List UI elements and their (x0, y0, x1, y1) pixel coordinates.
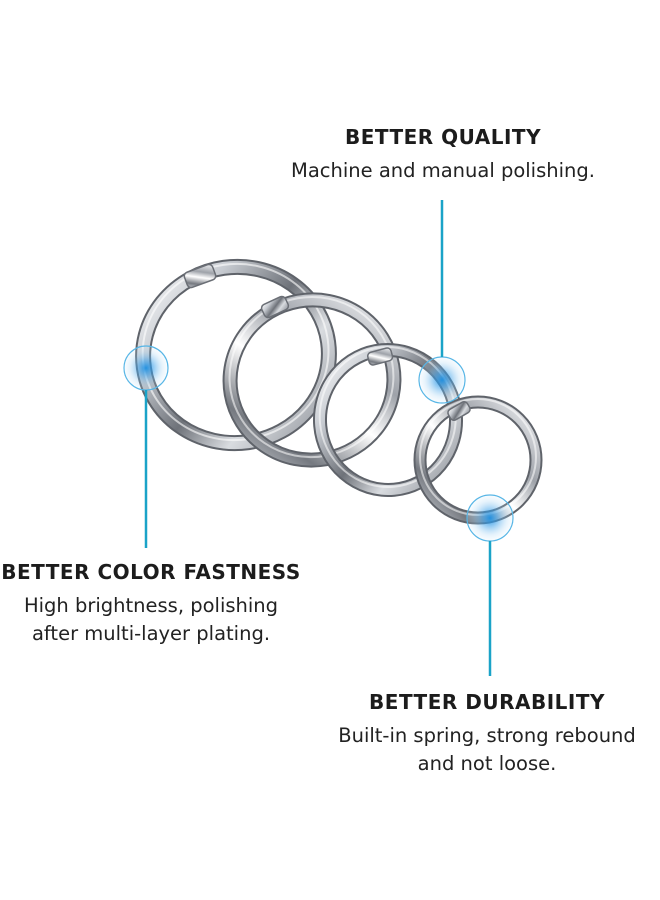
callout-durability-line: Built-in spring, strong rebound (338, 724, 636, 747)
callout-durability-description: Built-in spring, strong rebound and not … (312, 722, 660, 778)
callout-durability: BETTER DURABILITY Built-in spring, stron… (312, 690, 660, 778)
callout-durability-line: and not loose. (417, 752, 557, 775)
callout-quality-description: Machine and manual polishing. (268, 157, 618, 185)
highlight-fastness (123, 345, 169, 391)
callout-fastness-line: after multi-layer plating. (31, 622, 271, 645)
callout-quality: BETTER QUALITY Machine and manual polish… (268, 125, 618, 185)
callout-fastness-title: BETTER COLOR FASTNESS (1, 560, 301, 584)
callout-quality-line: Machine and manual polishing. (291, 159, 595, 182)
callout-fastness-description: High brightness, polishing after multi-l… (0, 592, 302, 648)
callout-durability-title: BETTER DURABILITY (369, 690, 605, 714)
highlight-quality (418, 356, 466, 404)
highlight-durability (466, 494, 514, 542)
callout-fastness-line: High brightness, polishing (23, 594, 279, 617)
callout-fastness: BETTER COLOR FASTNESS High brightness, p… (0, 560, 302, 648)
callout-quality-title: BETTER QUALITY (344, 125, 542, 149)
